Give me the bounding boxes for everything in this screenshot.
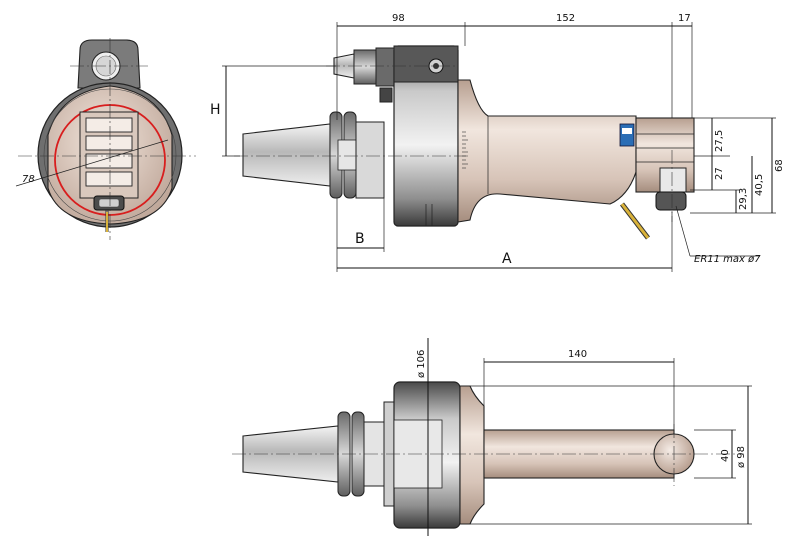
front-slots	[85, 117, 133, 187]
dim-17-label: 17	[678, 13, 691, 24]
dim-27-5-label: 27,5	[714, 130, 725, 152]
side-arm	[457, 79, 637, 223]
dim-A-label: A	[502, 251, 512, 267]
dim-40-label: 40	[720, 449, 731, 462]
dim-29-3-label: 29,3	[738, 188, 749, 210]
dim-40-5-label: 40,5	[754, 174, 765, 196]
collet-label: ER11 max ø7	[694, 254, 761, 265]
plan-dimensions: 140 ø 106 40 ø 98	[416, 338, 752, 536]
dim-140-label: 140	[568, 349, 587, 360]
dim-106-label: ø 106	[416, 350, 427, 378]
side-logo-badge	[619, 123, 635, 147]
dim-78-label: 78	[22, 174, 35, 185]
dim-B-label: B	[355, 231, 365, 247]
front-view: 78	[15, 38, 196, 240]
side-dimensions: 98 152 17 H B A 27,5 27 29,3 40,5 68 ER1…	[210, 13, 785, 272]
dim-152-label: 152	[556, 13, 575, 24]
side-taper	[242, 123, 331, 187]
side-view	[234, 45, 695, 240]
dim-27-label: 27	[714, 167, 725, 180]
dim-H-label: H	[210, 102, 221, 118]
dim-98-dia-label: ø 98	[736, 446, 747, 468]
side-collet-nut	[655, 191, 687, 211]
plan-view	[232, 381, 744, 529]
dim-98-label: 98	[392, 13, 405, 24]
dim-68-label: 68	[774, 159, 785, 172]
